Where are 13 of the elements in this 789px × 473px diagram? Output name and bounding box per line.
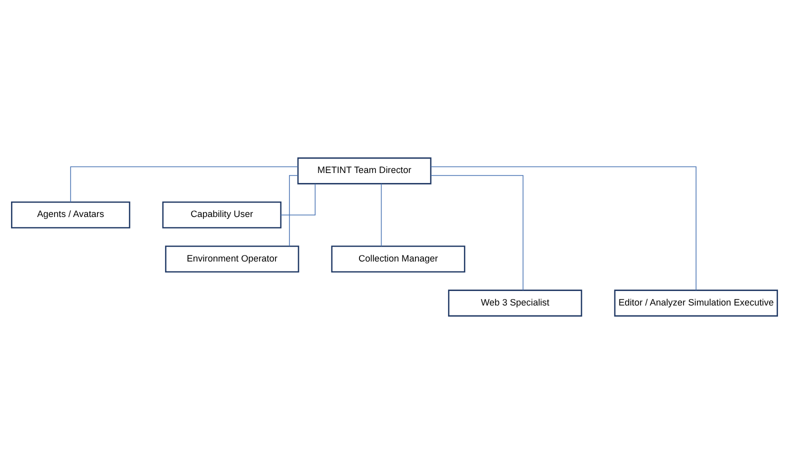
node-box: Editor / Analyzer Simulation Executive bbox=[614, 289, 778, 316]
connector bbox=[70, 166, 298, 202]
node-box: Web 3 Specialist bbox=[448, 289, 582, 316]
node-box: Collection Manager bbox=[331, 245, 466, 272]
connector bbox=[430, 166, 696, 290]
connector bbox=[280, 182, 316, 215]
node-box: METINT Team Director bbox=[297, 156, 432, 184]
node-box: Capability User bbox=[162, 201, 282, 228]
connector bbox=[289, 174, 298, 246]
connector bbox=[380, 182, 382, 246]
connector bbox=[430, 174, 524, 290]
node-box: Environment Operator bbox=[165, 245, 300, 272]
node-box: Agents / Avatars bbox=[11, 201, 130, 228]
